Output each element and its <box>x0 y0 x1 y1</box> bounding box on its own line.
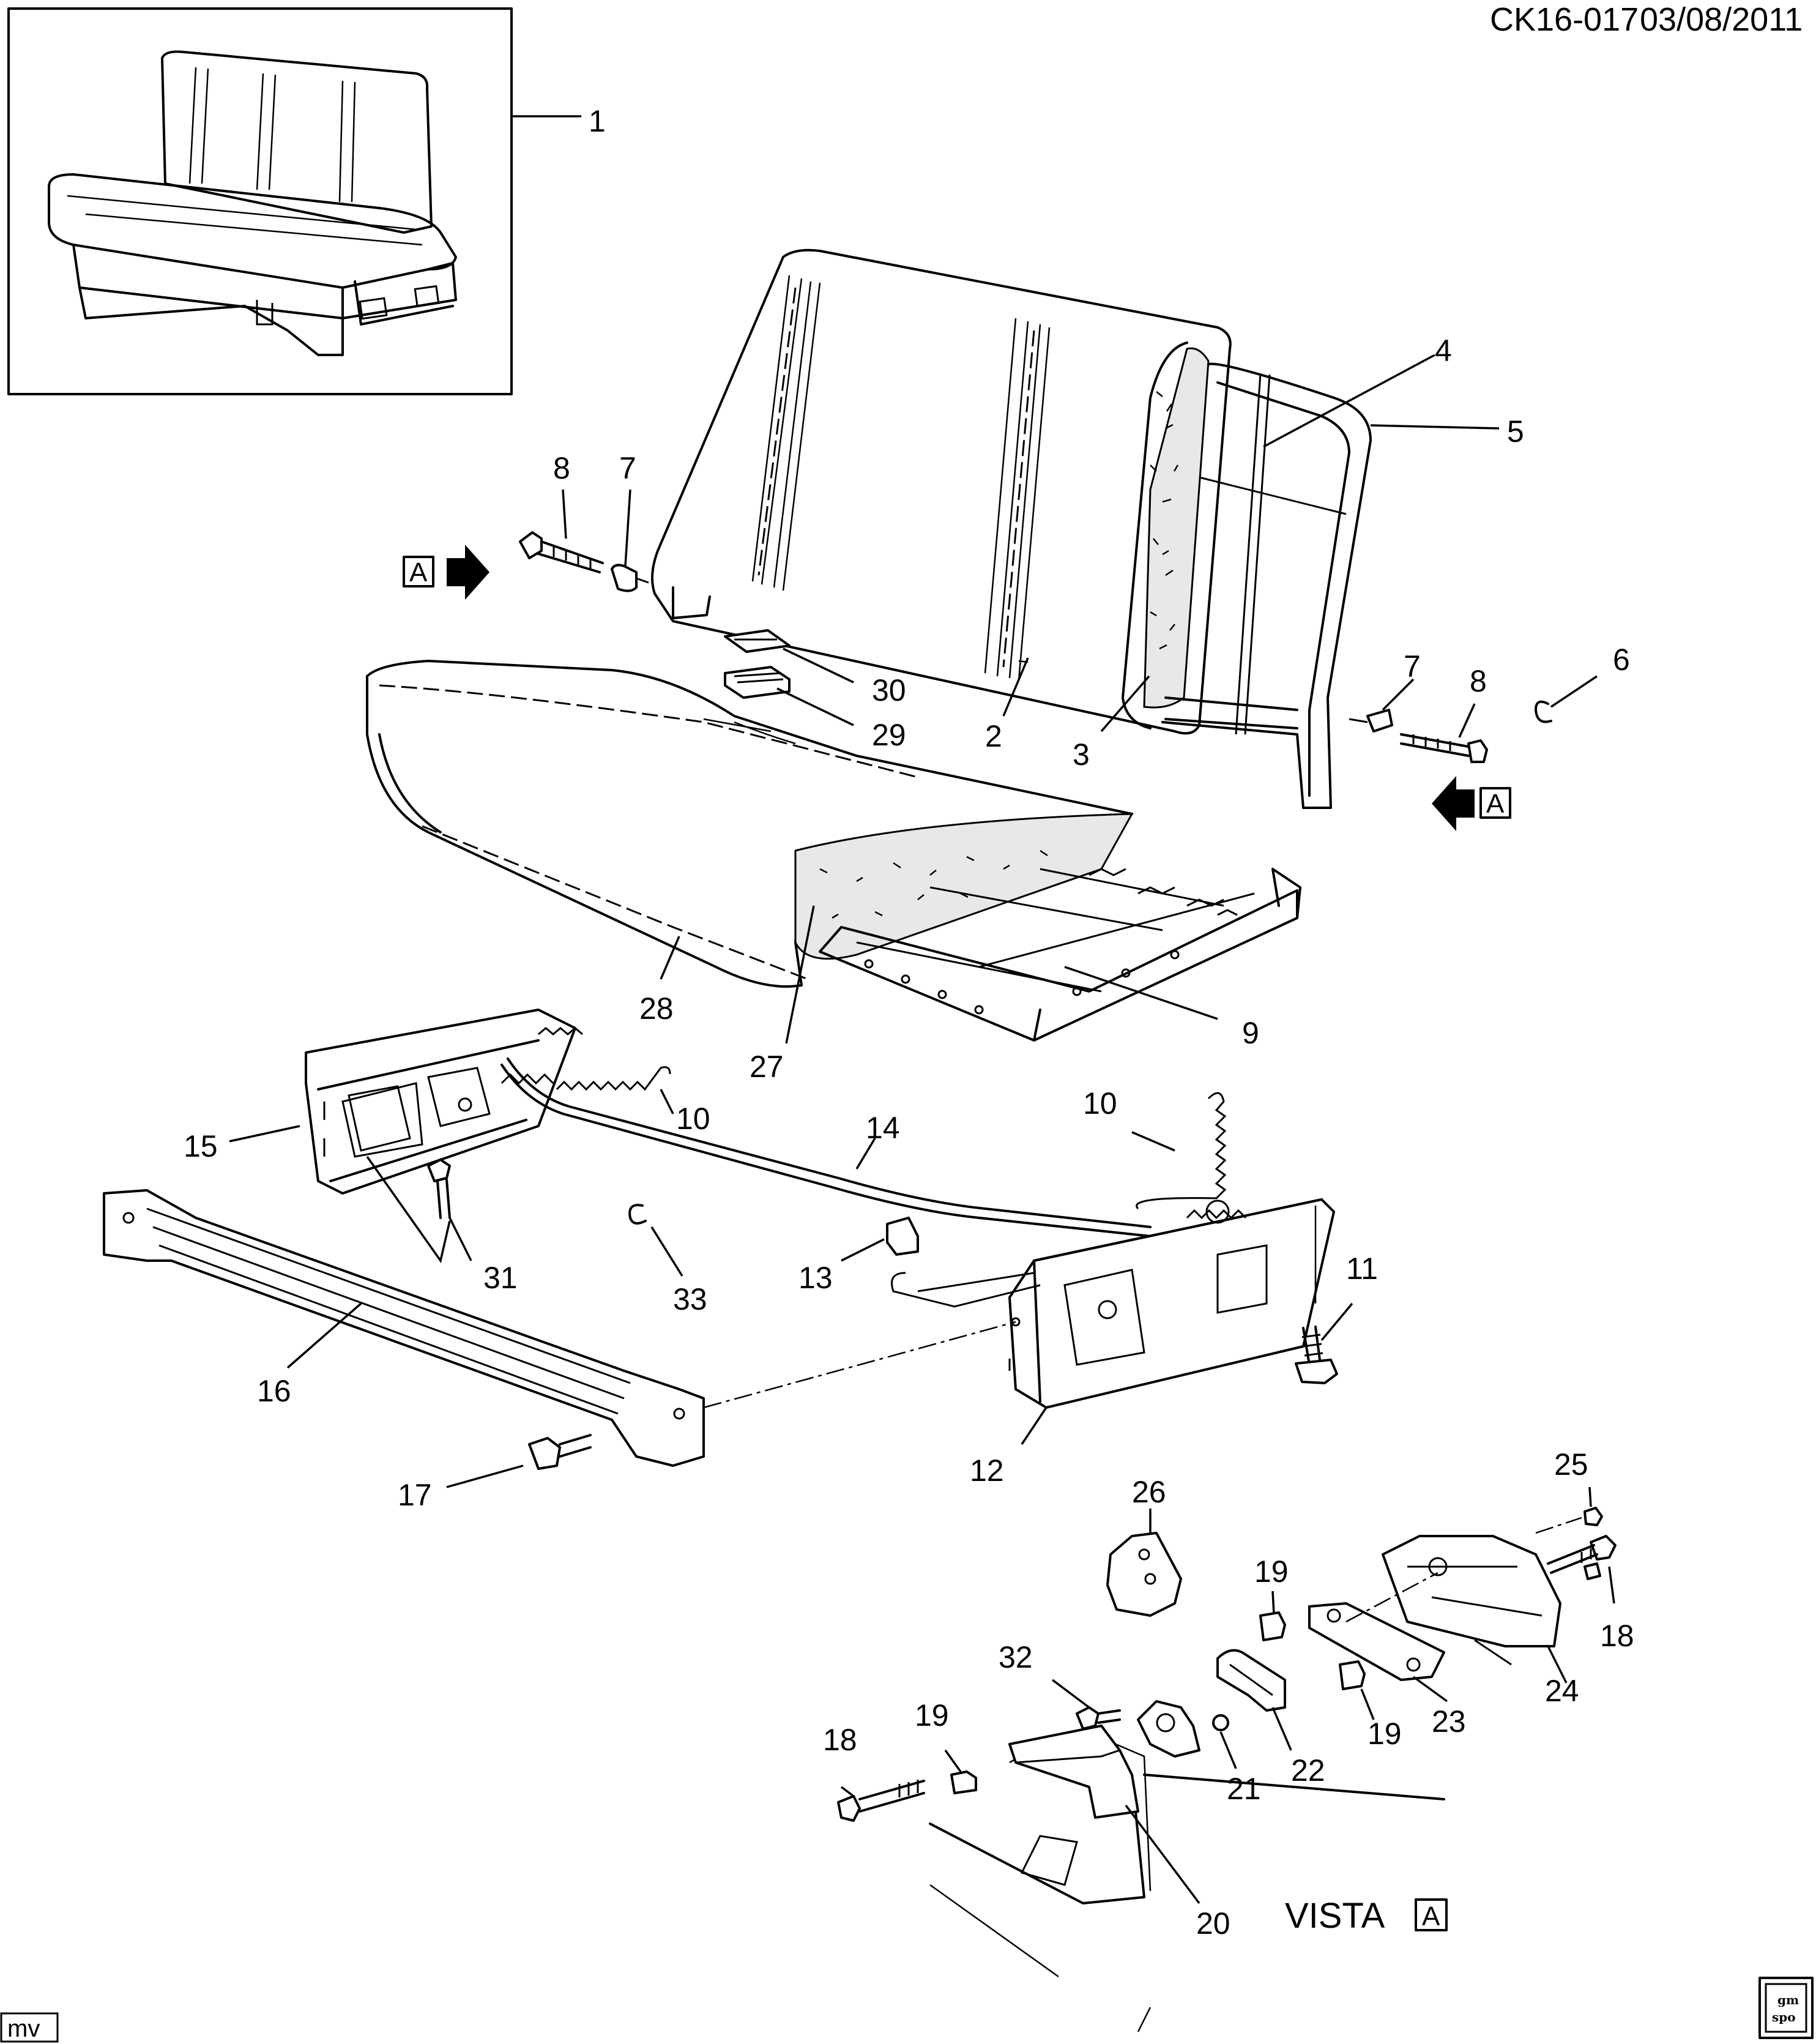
callout-29: 29 <box>872 718 906 752</box>
callout-20: 20 <box>1196 1906 1230 1941</box>
right-pivot-bolt <box>1349 675 1598 763</box>
right-adjuster <box>841 1198 1353 1445</box>
view-arrow-right: A <box>1432 776 1511 831</box>
release-cable <box>501 1057 1152 1237</box>
view-arrow-left: A <box>403 545 489 600</box>
inset-seat-overview <box>7 7 581 395</box>
callout-24: 24 <box>1545 1674 1579 1708</box>
callout-2: 2 <box>985 719 1002 753</box>
callout-10a: 10 <box>676 1102 710 1136</box>
callout-8a: 8 <box>553 451 570 485</box>
callout-32: 32 <box>999 1640 1033 1674</box>
callout-19b: 19 <box>1254 1554 1289 1589</box>
callout-10b: 10 <box>1083 1086 1117 1121</box>
callout-33: 33 <box>673 1282 707 1316</box>
seat-cushion-assembly <box>366 660 1301 1044</box>
callout-11: 11 <box>1346 1251 1378 1286</box>
callout-31: 31 <box>483 1261 518 1295</box>
callout-3: 3 <box>1073 737 1090 772</box>
callout-12: 12 <box>970 1453 1004 1488</box>
callout-21: 21 <box>1227 1772 1261 1806</box>
callout-18b: 18 <box>1600 1619 1634 1653</box>
right-spring <box>1131 1092 1227 1210</box>
detail-view-a <box>837 1486 1617 2032</box>
view-arrow-right-letter: A <box>1486 789 1505 819</box>
initials-box <box>0 2012 59 2043</box>
callout-30: 30 <box>872 673 906 707</box>
callout-26: 26 <box>1132 1475 1166 1509</box>
callout-25: 25 <box>1554 1447 1588 1482</box>
callout-18a: 18 <box>823 1723 857 1757</box>
left-adjuster <box>229 1009 674 1264</box>
logo-top-text: gm <box>1777 1993 1799 2007</box>
diagram-code: CK16-017 <box>1490 1 1639 38</box>
logo-bottom-text: spo <box>1772 2010 1796 2024</box>
callout-1: 1 <box>589 104 606 138</box>
callout-15: 15 <box>184 1129 218 1163</box>
view-letter-box <box>1415 1898 1448 1931</box>
callout-9: 9 <box>1242 1016 1259 1050</box>
callout-19a: 19 <box>915 1698 949 1733</box>
bumper-pads <box>724 629 854 726</box>
callout-7a: 7 <box>619 451 636 485</box>
callout-27: 27 <box>750 1050 784 1084</box>
initials: mv <box>7 2015 40 2042</box>
cross-rail <box>103 1189 1016 1467</box>
callouts: 1 2 3 4 5 6 7 7 8 8 9 10 10 11 12 13 14 … <box>184 104 1634 1941</box>
callout-7b: 7 <box>1404 649 1421 684</box>
callout-4: 4 <box>1435 334 1452 368</box>
callout-19c: 19 <box>1368 1717 1402 1751</box>
diagram-date: 03/08/2011 <box>1640 1 1803 38</box>
callout-23: 23 <box>1432 1704 1466 1739</box>
callout-6: 6 <box>1613 643 1630 677</box>
view-letter: A <box>1422 1901 1440 1931</box>
left-pivot-bolt <box>519 489 649 592</box>
rail-bolt <box>446 1434 592 1488</box>
callout-28: 28 <box>639 991 674 1026</box>
callout-8b: 8 <box>1470 664 1487 698</box>
callout-17: 17 <box>398 1478 432 1512</box>
seat-back-assembly <box>651 248 1500 809</box>
callout-13: 13 <box>798 1261 833 1295</box>
callout-22: 22 <box>1291 1753 1325 1788</box>
callout-16: 16 <box>257 1374 291 1408</box>
gmspo-logo: gm spo <box>1758 1977 1814 2039</box>
view-arrow-left-letter: A <box>409 558 428 587</box>
callout-14: 14 <box>866 1111 900 1145</box>
callout-5: 5 <box>1507 414 1524 449</box>
view-label: VISTA <box>1285 1896 1385 1936</box>
clip-33 <box>628 1204 683 1277</box>
